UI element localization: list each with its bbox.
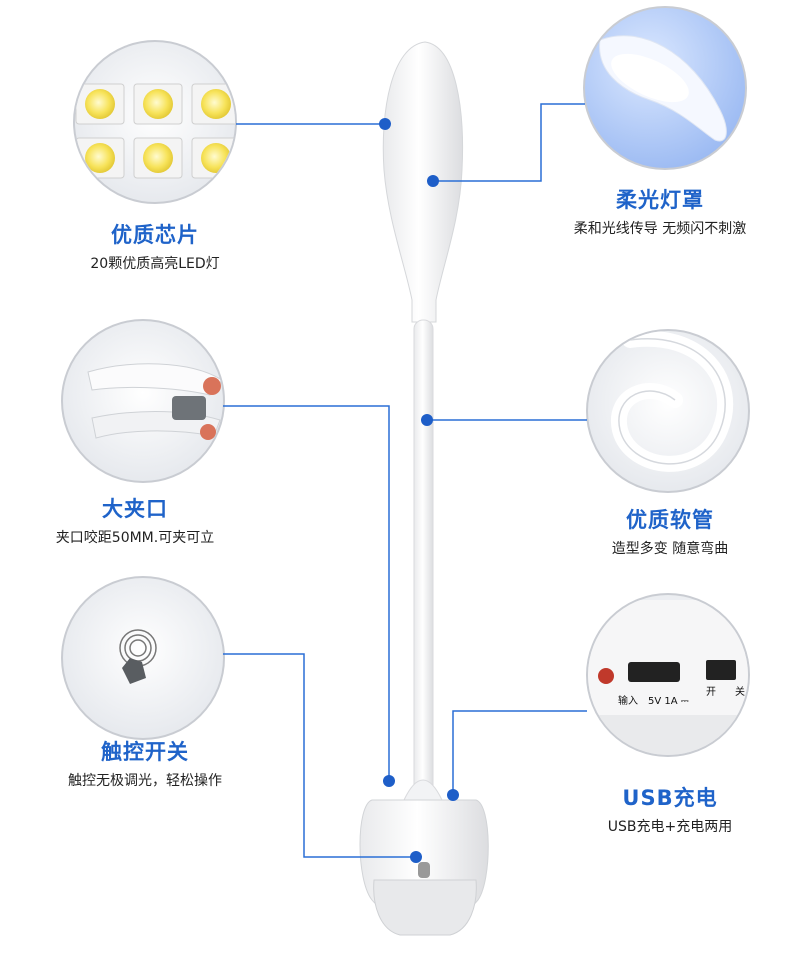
led-phosphor	[85, 143, 115, 173]
feature-chip-title: 优质芯片	[111, 223, 199, 247]
led-phosphor	[143, 143, 173, 173]
feature-usb-title: USB充电	[622, 786, 718, 810]
callout-shade	[433, 103, 585, 182]
feature-shade-subtitle: 柔和光线传导 无频闪不刺激	[573, 221, 747, 237]
feature-clip-subtitle: 夹口咬距50MM.可夹可立	[55, 530, 215, 546]
feature-hose: 优质软管 造型多变 随意弯曲	[570, 507, 770, 559]
led-phosphor	[85, 89, 115, 119]
feature-touch-subtitle: 触控无极调光，轻松操作	[68, 773, 222, 789]
usb-detail-circle: 输入 5V 1A ⎓ 开 关	[586, 593, 750, 757]
callout-lines	[223, 103, 587, 858]
lamp-clip	[373, 879, 477, 936]
touch-pad-icon[interactable]	[418, 862, 430, 878]
lamp-head	[382, 41, 463, 323]
feature-chip: 优质芯片 20颗优质高亮LED灯	[55, 222, 255, 274]
hose-detail-circle	[586, 329, 750, 493]
led-chip-grid	[75, 83, 235, 179]
callout-clip	[223, 405, 390, 781]
callout-touch	[223, 653, 416, 858]
chip-detail-circle	[73, 40, 237, 204]
feature-shade: 柔光灯罩 柔和光线传导 无频闪不刺激	[535, 187, 785, 239]
feature-touch-title: 触控开关	[101, 740, 189, 764]
desk-lamp	[359, 41, 489, 936]
touch-detail-circle	[61, 576, 225, 740]
feature-chip-subtitle: 20颗优质高亮LED灯	[90, 256, 220, 272]
feature-clip-title: 大夹口	[102, 497, 168, 521]
clip-detail-circle	[61, 319, 225, 483]
usb-switch-close: 关	[735, 685, 745, 698]
feature-usb-subtitle: USB充电+充电两用	[607, 819, 733, 835]
led-phosphor	[143, 89, 173, 119]
usb-switch-open: 开	[706, 687, 716, 698]
led-phosphor	[201, 89, 231, 119]
callout-dots	[379, 118, 459, 863]
fingerprint-icon	[119, 629, 157, 684]
feature-usb: USB充电 USB充电+充电两用	[570, 785, 770, 837]
feature-hose-title: 优质软管	[626, 508, 714, 532]
shade-detail-circle	[583, 6, 747, 170]
usb-input-label: 输入	[618, 694, 638, 707]
usb-input-rating: 5V 1A ⎓	[648, 696, 689, 707]
feature-clip: 大夹口 夹口咬距50MM.可夹可立	[20, 496, 250, 548]
lamp-gooseneck	[413, 319, 434, 801]
lamp-neck-base	[403, 779, 443, 801]
feature-hose-subtitle: 造型多变 随意弯曲	[611, 541, 729, 557]
feature-shade-title: 柔光灯罩	[616, 188, 704, 212]
feature-touch: 触控开关 触控无极调光，轻松操作	[35, 739, 255, 791]
callout-usb	[452, 710, 587, 795]
